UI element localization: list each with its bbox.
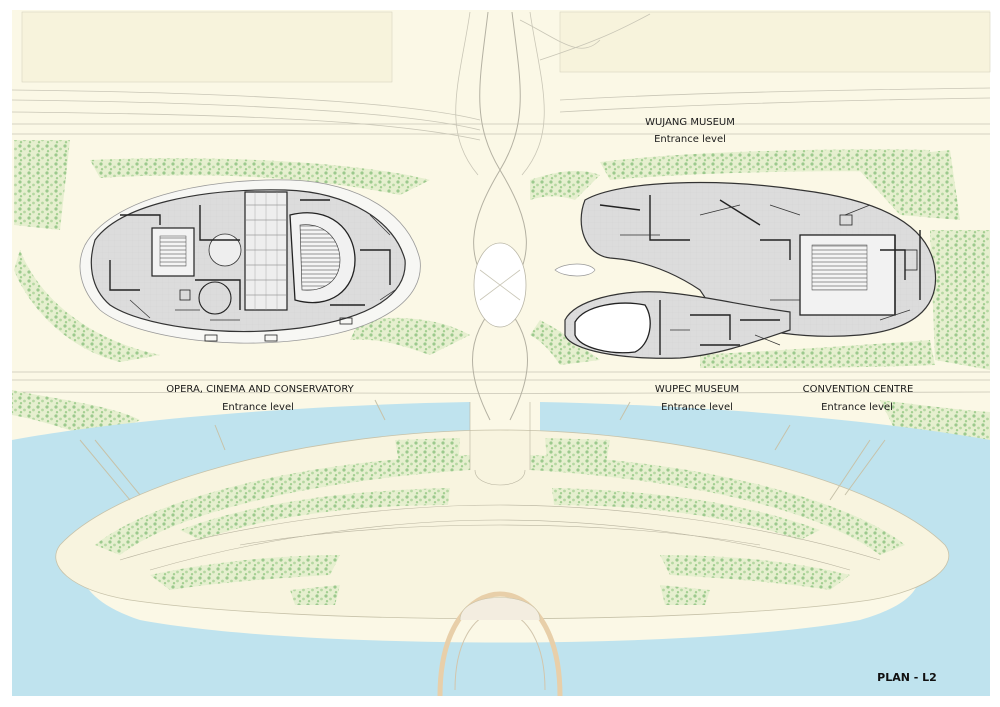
convention-subtitle: Entrance level [821, 402, 893, 413]
wujang-subtitle: Entrance level [654, 134, 726, 145]
wupec-subtitle: Entrance level [661, 402, 733, 413]
arched-bridge [437, 591, 563, 697]
convention-title: CONVENTION CENTRE [803, 384, 914, 395]
wupec-building [564, 291, 791, 359]
label-wujang-museum: WUJANG MUSEUM Entrance level [645, 117, 735, 145]
label-convention-centre: CONVENTION CENTRE Entrance level [803, 384, 914, 413]
wujang-title: WUJANG MUSEUM [645, 117, 735, 128]
opera-building [79, 179, 421, 344]
wupec-title: WUPEC MUSEUM [655, 384, 739, 395]
central-interchange [455, 11, 651, 421]
island-terraces [119, 402, 881, 571]
highway [11, 87, 991, 394]
label-opera: OPERA, CINEMA AND CONSERVATORY Entrance … [166, 384, 354, 413]
opera-title: OPERA, CINEMA AND CONSERVATORY [166, 384, 354, 395]
opera-subtitle: Entrance level [222, 402, 294, 413]
plan-title: PLAN - L2 [877, 671, 937, 684]
wujang-convention-building [580, 181, 937, 337]
label-wupec-museum: WUPEC MUSEUM Entrance level [655, 384, 739, 413]
landscape-greenery [12, 140, 990, 460]
island-planting [95, 438, 905, 605]
